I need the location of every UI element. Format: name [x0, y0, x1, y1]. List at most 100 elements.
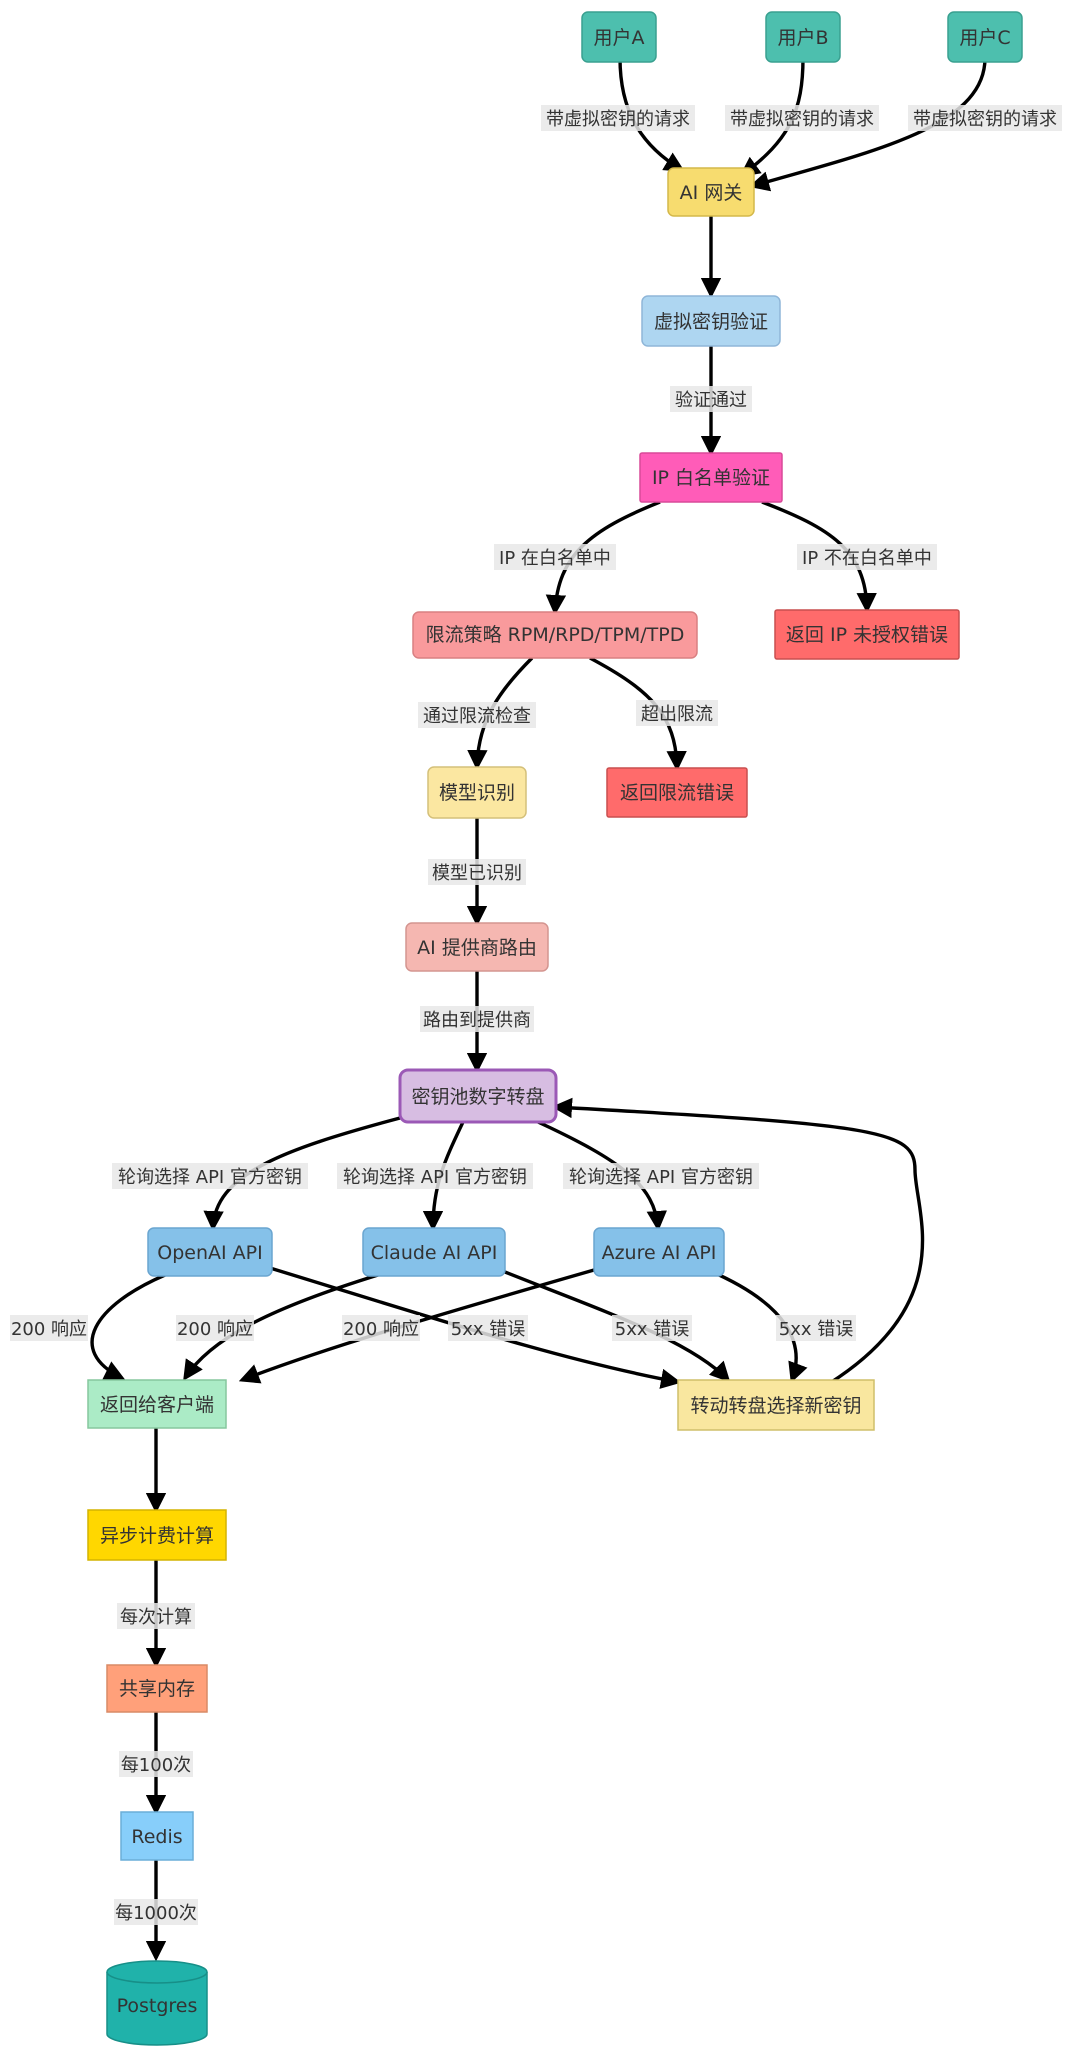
- edge-ip-iperror: [761, 500, 877, 614]
- edge-label-every-100-text: 每100次: [121, 1755, 191, 1776]
- node-provider-route-box: [405, 922, 549, 972]
- edge-label-every-1000: 每1000次: [114, 1899, 198, 1925]
- node-shared-mem-label: 共享内存: [119, 1678, 195, 1700]
- edge-label-azure-200-text: 200 响应: [343, 1319, 419, 1340]
- edge-label-user-b: 带虚拟密钥的请求: [725, 105, 879, 131]
- node-redis-box: [120, 1811, 194, 1861]
- edge-label-claude-5xx-text: 5xx 错误: [615, 1319, 689, 1340]
- node-ip-whitelist: IP 白名单验证: [639, 452, 783, 503]
- node-gateway-box: [667, 167, 755, 217]
- node-model-id-box: [427, 766, 527, 819]
- node-user-b-box: [765, 11, 841, 63]
- nodes: 用户A 用户B 用户C AI 网关 虚拟密钥验证 IP 白名单验证 限流策略 R…: [87, 11, 1023, 2046]
- node-ip-whitelist-box: [639, 452, 783, 503]
- node-return-client-box: [87, 1379, 227, 1429]
- node-rate-error-box: [606, 767, 748, 818]
- node-billing: 异步计费计算: [87, 1509, 227, 1561]
- edge-label-openai-5xx: 5xx 错误: [448, 1315, 528, 1341]
- edge-label-every-100: 每100次: [119, 1751, 193, 1777]
- edge-label-route-to-provider-text: 路由到提供商: [423, 1010, 531, 1031]
- edge-label-claude-200: 200 响应: [176, 1315, 254, 1341]
- node-user-c-label: 用户C: [959, 27, 1010, 49]
- node-openai: OpenAI API: [147, 1227, 273, 1277]
- edge-label-route-to-provider: 路由到提供商: [420, 1006, 534, 1032]
- node-user-a: 用户A: [581, 11, 657, 63]
- node-ip-error-box: [774, 609, 960, 660]
- edge-label-claude-200-text: 200 响应: [177, 1319, 253, 1340]
- edge-openai-return: [90, 1273, 166, 1380]
- edge-label-openai-200-text: 200 响应: [11, 1319, 87, 1340]
- edge-label-user-c-text: 带虚拟密钥的请求: [913, 109, 1057, 130]
- node-gateway: AI 网关: [667, 167, 755, 217]
- edge-label-rate-exceed: 超出限流: [636, 700, 718, 726]
- node-key-pool: 密钥池数字转盘: [398, 1068, 558, 1124]
- node-vkey-verify-box: [641, 295, 781, 347]
- node-openai-box: [147, 1227, 273, 1277]
- edge-label-rate-pass: 通过限流检查: [418, 702, 536, 728]
- node-user-b-label: 用户B: [777, 27, 828, 49]
- node-vkey-verify-label: 虚拟密钥验证: [654, 311, 768, 333]
- edge-label-model-recognized-text: 模型已识别: [432, 863, 522, 884]
- node-rate-error-label: 返回限流错误: [620, 782, 734, 804]
- node-provider-route-label: AI 提供商路由: [417, 937, 537, 959]
- node-ip-error-label: 返回 IP 未授权错误: [786, 624, 948, 646]
- node-shared-mem: 共享内存: [106, 1664, 208, 1713]
- edges: [90, 57, 987, 1962]
- node-return-client-label: 返回给客户端: [100, 1394, 214, 1416]
- edge-label-openai-5xx-text: 5xx 错误: [451, 1319, 525, 1340]
- edge-label-every-1000-text: 每1000次: [115, 1903, 197, 1924]
- edge-label-poll-openai: 轮询选择 API 官方密钥: [112, 1163, 308, 1189]
- node-openai-label: OpenAI API: [157, 1242, 262, 1264]
- node-redis: Redis: [120, 1811, 194, 1861]
- node-model-id: 模型识别: [427, 766, 527, 819]
- node-billing-box: [87, 1509, 227, 1561]
- edge-label-claude-5xx: 5xx 错误: [612, 1315, 692, 1341]
- node-claude-label: Claude AI API: [371, 1242, 498, 1264]
- edge-label-openai-200: 200 响应: [10, 1315, 88, 1341]
- node-user-b: 用户B: [765, 11, 841, 63]
- node-rate-limit: 限流策略 RPM/RPD/TPM/TPD: [412, 611, 698, 659]
- node-azure-label: Azure AI API: [602, 1242, 717, 1264]
- edge-label-poll-openai-text: 轮询选择 API 官方密钥: [118, 1167, 302, 1188]
- edge-label-ip-in-text: IP 在白名单中: [499, 548, 611, 569]
- node-rotate-key-label: 转动转盘选择新密钥: [690, 1395, 861, 1417]
- node-key-pool-label: 密钥池数字转盘: [411, 1086, 544, 1108]
- node-user-a-box: [581, 11, 657, 63]
- node-azure: Azure AI API: [593, 1227, 725, 1277]
- edge-label-each-calc: 每次计算: [117, 1603, 195, 1629]
- node-postgres-rim: [106, 1971, 208, 1984]
- edge-label-ip-not-in-text: IP 不在白名单中: [802, 548, 932, 569]
- node-postgres: Postgres: [106, 1960, 208, 2046]
- node-rate-limit-box: [412, 611, 698, 659]
- node-rate-limit-label: 限流策略 RPM/RPD/TPM/TPD: [426, 624, 685, 646]
- node-claude-box: [362, 1227, 506, 1277]
- node-model-id-label: 模型识别: [439, 782, 515, 804]
- edge-label-poll-azure: 轮询选择 API 官方密钥: [563, 1163, 759, 1189]
- node-rate-error: 返回限流错误: [606, 767, 748, 818]
- node-rotate-key-box: [677, 1379, 875, 1431]
- edge-label-azure-200: 200 响应: [342, 1315, 420, 1341]
- node-redis-label: Redis: [131, 1826, 182, 1848]
- node-rotate-key: 转动转盘选择新密钥: [677, 1379, 875, 1431]
- edge-label-model-recognized: 模型已识别: [428, 859, 526, 885]
- node-claude: Claude AI API: [362, 1227, 506, 1277]
- node-shared-mem-box: [106, 1664, 208, 1713]
- edge-label-poll-claude-text: 轮询选择 API 官方密钥: [343, 1167, 527, 1188]
- node-gateway-label: AI 网关: [680, 182, 743, 204]
- node-user-a-label: 用户A: [594, 27, 645, 49]
- node-azure-box: [593, 1227, 725, 1277]
- edge-label-verify-pass: 验证通过: [670, 386, 752, 412]
- edge-label-user-a-text: 带虚拟密钥的请求: [546, 109, 690, 130]
- node-postgres-label: Postgres: [117, 1995, 198, 2017]
- edge-label-poll-claude: 轮询选择 API 官方密钥: [337, 1163, 533, 1189]
- node-return-client: 返回给客户端: [87, 1379, 227, 1429]
- edge-label-user-c: 带虚拟密钥的请求: [908, 105, 1062, 131]
- node-user-c-box: [947, 11, 1023, 63]
- node-ip-whitelist-label: IP 白名单验证: [652, 467, 770, 489]
- edge-labels: 带虚拟密钥的请求 带虚拟密钥的请求 带虚拟密钥的请求 验证通过 IP 在白名单中…: [10, 105, 1062, 1925]
- node-vkey-verify: 虚拟密钥验证: [641, 295, 781, 347]
- edge-label-user-a: 带虚拟密钥的请求: [541, 105, 695, 131]
- edge-label-ip-in: IP 在白名单中: [494, 544, 616, 570]
- edge-label-ip-not-in: IP 不在白名单中: [797, 544, 937, 570]
- edge-rotate-keypool: [551, 1097, 925, 1385]
